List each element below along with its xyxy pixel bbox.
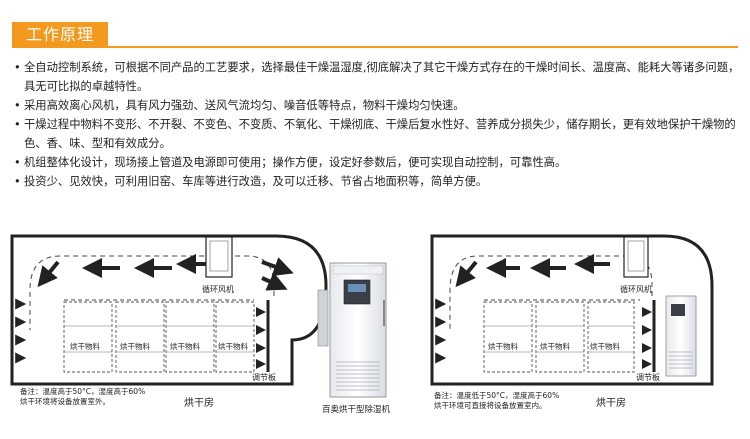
right-indoor-dehumidifier: [665, 295, 697, 377]
left-rack-label: 烘干物料: [170, 341, 200, 351]
machine-vent-grille: [336, 361, 380, 391]
machine-label: 百奥烘干型除湿机: [322, 404, 391, 415]
right-rack-group: 烘干物料 烘干物料 烘干物料: [483, 301, 635, 373]
right-rack-label: 烘干物料: [488, 341, 518, 351]
right-note-line1: 备注：温度低于50°C，湿度高于60%: [434, 390, 559, 400]
right-fan-grille: [627, 240, 645, 272]
right-note-line2: 烘干环境可直接将设备放置室内。: [434, 400, 547, 410]
feature-item: 采用高效离心风机，具有风力强劲、送风气流均匀、噪音低等特点，物料干燥均匀快速。: [14, 96, 742, 115]
right-rack-label: 烘干物料: [540, 341, 570, 351]
machine-duct: [317, 289, 329, 347]
left-rack: 烘干物料: [63, 301, 113, 373]
left-rack-group: 烘干物料 烘干物料 烘干物料 烘干物料: [63, 301, 255, 373]
feature-item: 干燥过程中物料不变形、不开裂、不变色、不变质、不氧化、干燥彻底、干燥后复水性好、…: [14, 115, 742, 153]
left-rack-label: 烘干物料: [70, 341, 100, 351]
feature-item: 投资少、见效快，可利用旧窑、车库等进行改造，及可以迁移、节省占地面积等，简单方便…: [14, 172, 742, 191]
section-header: 工作原理: [12, 22, 738, 48]
right-airflow-path: [449, 255, 653, 330]
left-arrow-icon: [261, 257, 294, 277]
left-circulation-fan: [205, 236, 233, 278]
feature-list: 全自动控制系统，可根据不同产品的工艺要求，选择最佳干燥温湿度,彻底解决了其它干燥…: [14, 58, 742, 191]
left-note-line1: 备注：温度高于50°C，湿度高于60%: [20, 386, 145, 396]
right-drying-room: 循环风机 烘干物料 烘干物料: [430, 234, 714, 410]
right-machine-vent-grille: [669, 351, 693, 369]
machine-top-panel: [332, 265, 384, 275]
machine-display: [348, 284, 366, 292]
left-damper-label: 调节板: [252, 372, 276, 382]
left-arrow-icon: [261, 272, 288, 291]
left-rack-label: 烘干物料: [120, 341, 150, 351]
left-arrow-icon: [37, 260, 60, 288]
left-drying-room: 循环风机 烘干物料 烘干物料: [10, 234, 391, 415]
feature-item: 全自动控制系统，可根据不同产品的工艺要求，选择最佳干燥温湿度,彻底解决了其它干燥…: [14, 58, 742, 96]
left-room-wall: [10, 234, 328, 386]
feature-item: 机组整体化设计，现场接上管道及电源即可使用；操作方便，设定好参数后，便可实现自动…: [14, 153, 742, 172]
section-title-underline: [108, 46, 738, 48]
right-room-wall: [430, 234, 714, 386]
right-damper-label: 调节板: [636, 372, 660, 382]
left-fan-label: 循环风机: [202, 284, 234, 294]
right-rack: 烘干物料: [535, 301, 585, 373]
left-rack: 烘干物料: [165, 301, 215, 373]
right-machine-panel: [671, 304, 685, 316]
right-rack-label: 烘干物料: [590, 341, 620, 351]
left-room-label: 烘干房: [184, 396, 214, 409]
left-fan-grille: [209, 240, 229, 272]
right-rack: 烘干物料: [587, 301, 635, 373]
dehumidifier-machine: 百奥烘干型除湿机: [317, 262, 391, 415]
right-room-label: 烘干房: [596, 396, 626, 409]
right-fan-label: 循环风机: [620, 284, 652, 294]
right-arrow-icon: [455, 260, 478, 288]
left-note-line2: 烘干环境将设备放置室外。: [20, 396, 110, 406]
left-rack: 烘干物料: [215, 301, 255, 373]
left-rack: 烘干物料: [115, 301, 165, 373]
section-title: 工作原理: [12, 22, 108, 48]
right-rack: 烘干物料: [483, 301, 533, 373]
machine-handle: [383, 300, 385, 326]
left-rack-label: 烘干物料: [218, 341, 248, 351]
